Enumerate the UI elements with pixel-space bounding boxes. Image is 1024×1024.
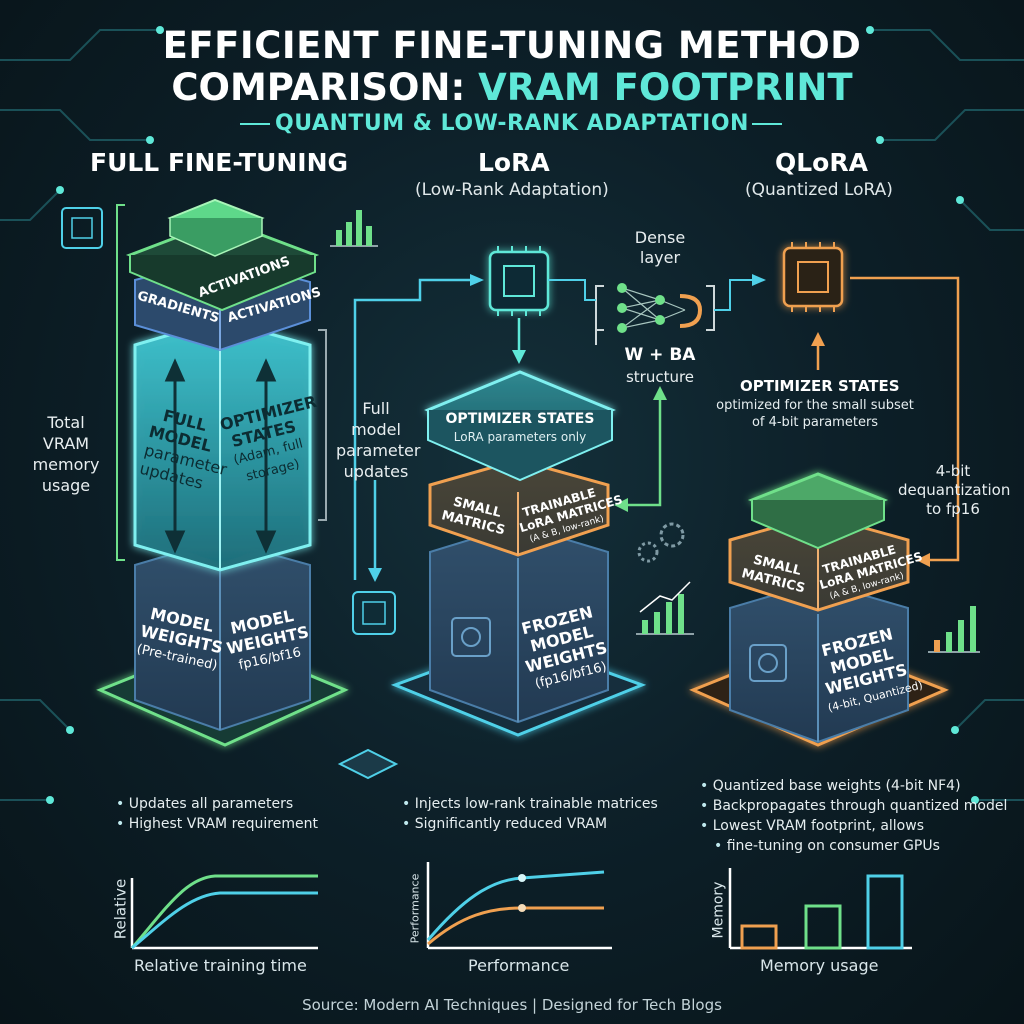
circuit-nodes (46, 26, 979, 804)
full-param-updates-2: model (351, 420, 401, 439)
full-param-updates-1: Full (362, 399, 390, 418)
circuit-traces (0, 29, 1024, 801)
total-vram-label: Total VRAM memory usage (30, 412, 102, 496)
decor-barchart-3 (928, 606, 980, 653)
wba-title: W + BA (624, 345, 696, 365)
qlora-optimizer-title: OPTIMIZER STATES (740, 377, 900, 395)
lora-optimizer-title: OPTIMIZER STATES (445, 411, 595, 427)
title-line-2-white: COMPARISON: (171, 66, 466, 109)
dense-layer-label: Dense layer (622, 228, 698, 268)
qlora-heading: QLoRA (775, 148, 868, 177)
dense-layer-line-2: layer (639, 248, 681, 267)
qlora-bullet-1: Quantized base weights (4-bit NF4) (700, 776, 1007, 796)
total-vram-2: VRAM (42, 434, 90, 453)
decor-barchart-1 (330, 210, 378, 247)
full-bullet-1: Updates all parameters (116, 794, 318, 814)
dense-layer-graphic (548, 274, 766, 563)
qlora-subheading: (Quantized LoRA) (745, 180, 893, 200)
source-credit: Source: Modern AI Techniques | Designed … (302, 996, 722, 1014)
chart2-ylabel: Performance (408, 873, 422, 944)
lora-heading: LoRA (478, 148, 550, 177)
full-finetune-stack (96, 198, 349, 747)
qlora-bullet-3: Lowest VRAM footprint, allows (700, 816, 1007, 836)
full-bullets: Updates all parameters Highest VRAM requ… (116, 794, 318, 834)
dense-layer-line-1: Dense (634, 228, 686, 247)
dequant-label: 4-bit dequantization to fp16 (898, 462, 1011, 519)
qlora-optimizer-sub-2: of 4-bit parameters (751, 415, 879, 430)
dequant-3: to fp16 (926, 500, 980, 518)
lora-subheading: (Low-Rank Adaptation) (415, 180, 609, 200)
lora-optimizer-sub: LoRA parameters only (453, 430, 587, 444)
wba-sub: structure (625, 368, 695, 386)
title-line-2: COMPARISON: VRAM FOOTPRINT (0, 66, 1024, 109)
mini-chart-performance (426, 862, 612, 950)
qlora-optimizer-sub-1: optimized for the small subset (716, 398, 914, 413)
mini-chart-training-time (130, 874, 318, 950)
full-bullet-2: Highest VRAM requirement (116, 814, 318, 834)
lora-bullets: Injects low-rank trainable matrices Sign… (402, 794, 658, 834)
dequant-2: dequantization (898, 481, 1011, 499)
chart1-xlabel: Relative training time (134, 956, 307, 975)
total-vram-4: usage (41, 476, 91, 495)
dequant-1: 4-bit (935, 462, 971, 480)
decor-chip-bottom (337, 748, 399, 780)
qlora-bullet-2: Backpropagates through quantized model (700, 796, 1008, 816)
chart3-ylabel: Memory (710, 881, 727, 939)
lora-bullet-1: Injects low-rank trainable matrices (402, 794, 658, 814)
lora-stack (352, 246, 647, 737)
chart3-xlabel: Memory usage (760, 956, 879, 975)
qlora-optimizer-sub: optimized for the small subset of 4-bit … (710, 397, 920, 431)
total-vram-1: Total (47, 413, 85, 432)
mini-chart-memory (728, 868, 912, 950)
qlora-stack (689, 242, 960, 747)
qlora-bullets: Quantized base weights (4-bit NF4) Backp… (700, 776, 1008, 856)
decor-barchart-2 (636, 581, 694, 635)
full-param-updates-4: updates (343, 462, 409, 481)
qlora-bullet-4: fine-tuning on consumer GPUs (700, 836, 1007, 856)
subtitle: QUANTUM & LOW-RANK ADAPTATION (275, 111, 749, 136)
full-param-updates-label: Full model parameter updates (336, 398, 421, 482)
title-line-1: EFFICIENT FINE-TUNING METHOD (162, 24, 862, 67)
lora-bullet-2: Significantly reduced VRAM (402, 814, 658, 834)
full-param-updates-3: parameter (336, 441, 421, 460)
full-heading: FULL FINE-TUNING (90, 148, 349, 177)
title-line-2-accent: VRAM FOOTPRINT (478, 66, 853, 109)
decor-chip-left (61, 207, 103, 249)
total-vram-3: memory (32, 455, 100, 474)
chart2-xlabel: Performance (468, 956, 570, 975)
chart1-ylabel: Relative (111, 878, 130, 940)
